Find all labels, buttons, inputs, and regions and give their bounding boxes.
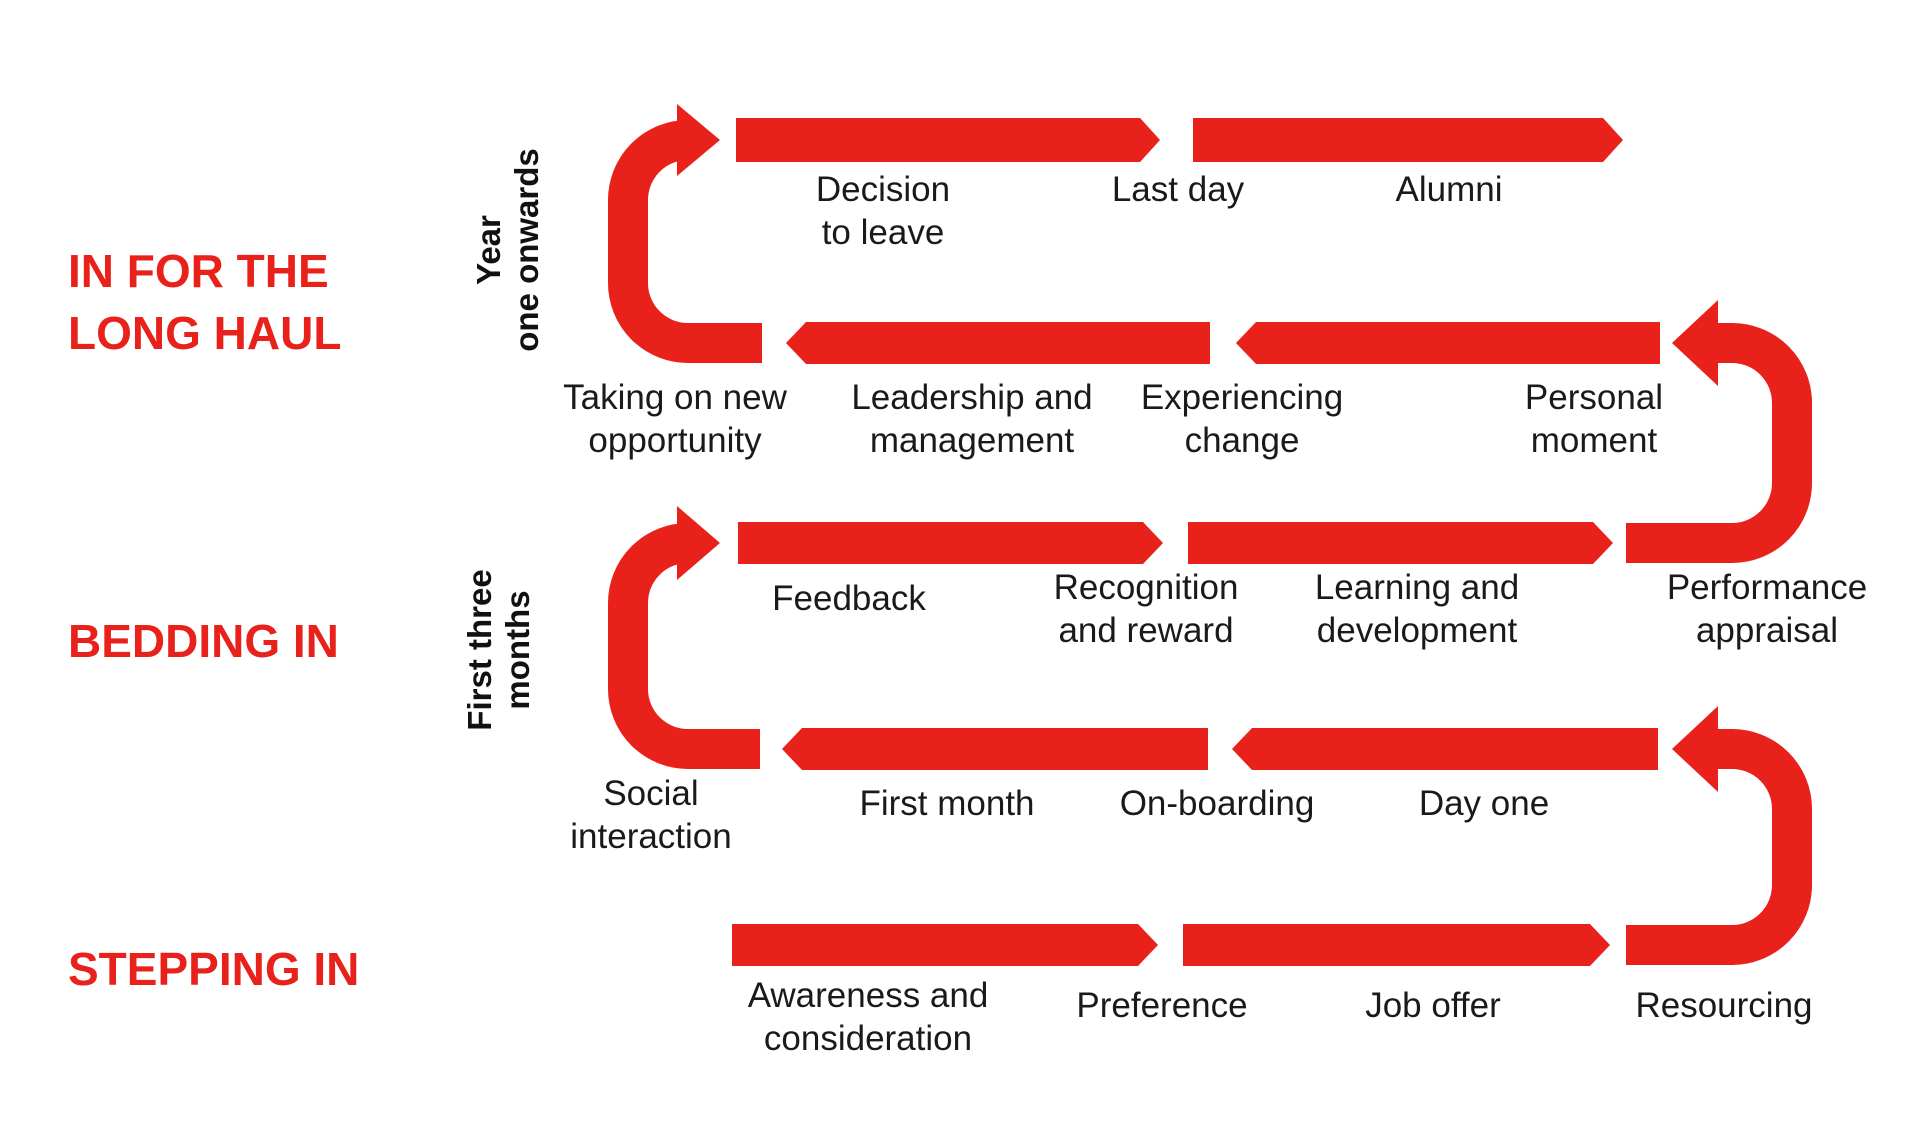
label-resourcing: Resourcing <box>1635 984 1812 1027</box>
period-year-one: Year one onwards <box>470 125 550 375</box>
period-first-three-months-line-1: First three <box>461 569 498 731</box>
label-first-month: First month <box>859 782 1034 825</box>
label-job-offer: Job offer <box>1365 984 1501 1027</box>
label-personal-moment: Personal moment <box>1525 376 1663 462</box>
arrow-first-month <box>782 728 1208 770</box>
label-feedback-line-1: Feedback <box>772 579 926 618</box>
label-alumni-line-1: Alumni <box>1395 170 1503 209</box>
period-year-one-line-2: one onwards <box>508 148 545 352</box>
phase-long-haul-line-1: IN FOR THE <box>68 245 329 297</box>
phase-bedding-in: BEDDING IN <box>68 610 339 672</box>
arrow-feedback <box>738 522 1163 564</box>
label-taking-on-new-opportunity-line-1: Taking on new <box>563 378 787 417</box>
label-on-boarding-line-1: On-boarding <box>1119 784 1315 823</box>
label-feedback: Feedback <box>772 577 926 620</box>
label-first-month-line-1: First month <box>859 784 1035 823</box>
arrow-learning-and-development <box>1188 522 1613 564</box>
label-social-interaction: Social interaction <box>570 772 731 858</box>
label-leadership-and-management-line-2: management <box>869 421 1075 460</box>
arrow-on-boarding <box>1232 728 1658 770</box>
period-first-three-months: First three months <box>461 530 541 770</box>
label-last-day-line-1: Last day <box>1111 170 1245 209</box>
label-day-one: Day one <box>1419 782 1549 825</box>
label-job-offer-line-1: Job offer <box>1365 986 1501 1025</box>
label-social-interaction-line-1: Social <box>603 774 699 813</box>
label-learning-and-development-line-1: Learning and <box>1314 568 1520 607</box>
label-performance-appraisal: Performance appraisal <box>1667 566 1867 652</box>
label-leadership-and-management-line-1: Leadership and <box>851 378 1093 417</box>
label-experiencing-change: Experiencing change <box>1141 376 1343 462</box>
label-taking-on-new-opportunity: Taking on new opportunity <box>563 376 787 462</box>
label-leadership-and-management: Leadership and management <box>851 376 1092 462</box>
label-decision-to-leave-line-1: Decision <box>815 170 951 209</box>
label-awareness-and-consideration-line-2: consideration <box>763 1019 973 1058</box>
label-personal-moment-line-1: Personal <box>1524 378 1664 417</box>
label-awareness-and-consideration-line-1: Awareness and <box>747 976 989 1015</box>
phase-stepping-in-line-1: STEPPING IN <box>68 943 360 995</box>
phase-long-haul-line-2: LONG HAUL <box>68 307 342 359</box>
label-learning-and-development-line-2: development <box>1316 611 1518 650</box>
phase-bedding-in-line-1: BEDDING IN <box>68 615 339 667</box>
label-preference: Preference <box>1076 984 1247 1027</box>
label-last-day: Last day <box>1112 168 1244 211</box>
label-social-interaction-line-2: interaction <box>570 817 732 856</box>
arrow-last-day <box>1193 118 1623 162</box>
turn-head-upper-right <box>1672 300 1718 386</box>
label-experiencing-change-line-1: Experiencing <box>1140 378 1344 417</box>
label-recognition-and-reward-line-2: and reward <box>1058 611 1234 650</box>
arrow-preference <box>1183 924 1610 966</box>
label-decision-to-leave-line-2: to leave <box>821 213 945 252</box>
label-taking-on-new-opportunity-line-2: opportunity <box>588 421 762 460</box>
label-on-boarding: On-boarding <box>1120 782 1315 825</box>
arrow-leadership-and-management <box>786 322 1210 364</box>
label-decision-to-leave: Decision to leave <box>816 168 950 254</box>
label-experiencing-change-line-2: change <box>1184 421 1300 460</box>
label-recognition-and-reward: Recognition and reward <box>1054 566 1239 652</box>
arrow-experiencing-change <box>1236 322 1660 364</box>
turn-head-lower-right <box>1672 706 1718 792</box>
phase-stepping-in: STEPPING IN <box>68 938 359 1000</box>
arrow-awareness <box>732 924 1158 966</box>
label-day-one-line-1: Day one <box>1418 784 1550 823</box>
label-preference-line-1: Preference <box>1076 986 1248 1025</box>
period-year-one-line-1: Year <box>470 215 507 285</box>
arrow-decision-to-leave <box>736 118 1160 162</box>
period-first-three-months-line-2: months <box>499 590 536 710</box>
turn-upper-right <box>1626 323 1812 563</box>
phase-long-haul: IN FOR THE LONG HAUL <box>68 240 341 364</box>
label-awareness-and-consideration: Awareness and consideration <box>748 974 989 1060</box>
turn-lower-right <box>1626 729 1812 965</box>
label-alumni: Alumni <box>1396 168 1503 211</box>
label-recognition-and-reward-line-1: Recognition <box>1053 568 1239 607</box>
turn-top-left <box>608 120 762 363</box>
label-learning-and-development: Learning and development <box>1315 566 1519 652</box>
label-performance-appraisal-line-1: Performance <box>1666 568 1868 607</box>
label-resourcing-line-1: Resourcing <box>1635 986 1813 1025</box>
label-performance-appraisal-line-2: appraisal <box>1695 611 1839 650</box>
label-personal-moment-line-2: moment <box>1530 421 1658 460</box>
turn-mid-left <box>608 523 760 769</box>
